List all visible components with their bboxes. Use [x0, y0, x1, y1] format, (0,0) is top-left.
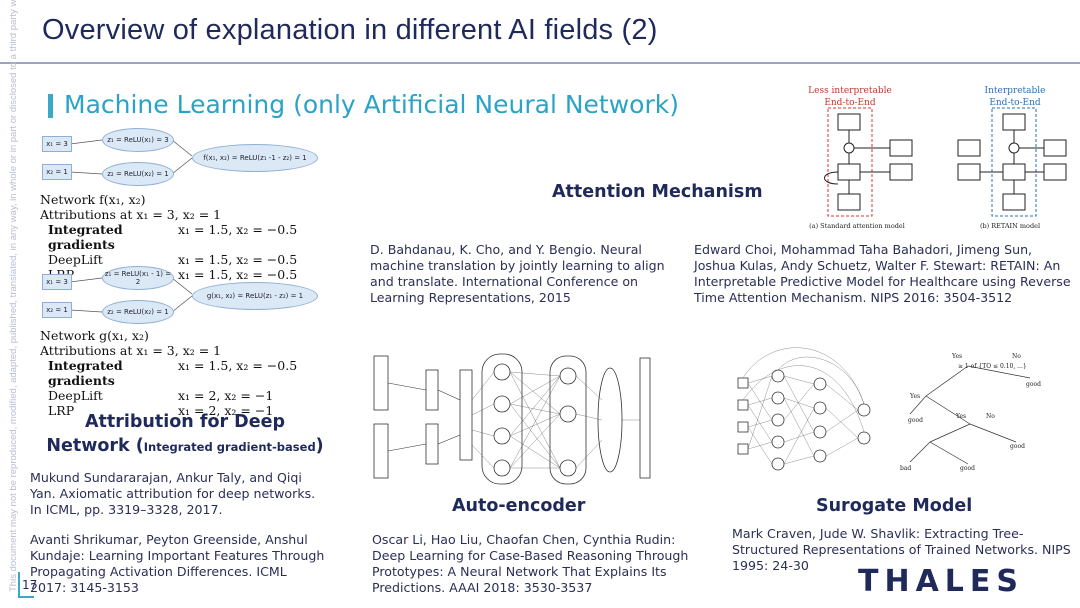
- attention-figure: Less interpretable End-to-End Interpreta…: [800, 84, 1068, 234]
- interpretable-label: Interpretable: [984, 86, 1046, 96]
- attribution-heading: Attribution for Deep Network (Integrated…: [40, 410, 330, 459]
- attribution-table-g: Network g(x₁, x₂) Attributions at x₁ = 3…: [40, 328, 330, 418]
- svg-text:No: No: [1012, 353, 1021, 360]
- attention-ref-1: D. Bahdanau, K. Cho, and Y. Bengio. Neur…: [370, 242, 665, 305]
- svg-text:Yes: Yes: [955, 413, 966, 420]
- autoencoder-figure: [350, 340, 690, 490]
- section-title: Machine Learning (only Artificial Neural…: [64, 90, 679, 119]
- surrogate-heading: Surogate Model: [816, 496, 973, 516]
- network-g-edges: [69, 277, 193, 313]
- node-g-output: g(x₁, x₂) = ReLU(z₁ - z₂) = 1: [192, 282, 318, 310]
- attribution-network-g-diagram: x₁ = 3 x₂ = 1 z₁ = ReLU(x₁ - 1) = 2 z₂ =…: [42, 266, 322, 324]
- slide-title: Overview of explanation in different AI …: [42, 14, 658, 46]
- svg-text:Yes: Yes: [909, 393, 920, 400]
- node-z2: z₂ = ReLU(x₂) = 1: [102, 300, 174, 324]
- svg-text:good: good: [1026, 381, 1041, 388]
- autoencoder-heading: Auto-encoder: [452, 496, 586, 516]
- node-z1: z₁ = ReLU(x₁ - 1) = 2: [102, 266, 174, 290]
- node-x2: x₂ = 1: [42, 302, 72, 318]
- table-f-attributions-at: Attributions at x₁ = 3, x₂ = 1: [40, 207, 222, 222]
- title-divider: [0, 62, 1080, 64]
- thales-logo: THALES: [858, 564, 1025, 599]
- svg-text:good: good: [960, 465, 975, 472]
- node-x1: x₁ = 3: [42, 136, 72, 152]
- attribution-network-f-diagram: x₁ = 3 x₂ = 1 z₁ = ReLU(x₁) = 3 z₂ = ReL…: [42, 128, 322, 186]
- svg-text:bad: bad: [900, 465, 911, 472]
- attribution-heading-line2: Network (Integrated gradient-based): [46, 436, 324, 456]
- node-x1: x₁ = 3: [42, 274, 72, 290]
- surrogate-ref: Mark Craven, Jude W. Shavlik: Extracting…: [732, 526, 1071, 573]
- network-f-edges: [69, 139, 193, 175]
- page-corner-mark: [18, 572, 34, 598]
- attribution-ref-1: Mukund Sundararajan, Ankur Taly, and Qiq…: [30, 470, 316, 517]
- right-end-to-end-label: End-to-End: [989, 98, 1041, 108]
- svg-text:good: good: [908, 417, 923, 424]
- section-accent-bar: [48, 94, 53, 118]
- attention-heading: Attention Mechanism: [552, 182, 763, 202]
- attribution-table-f: Network f(x₁, x₂) Attributions at x₁ = 3…: [40, 192, 330, 282]
- attribution-ref-2: Avanti Shrikumar, Peyton Greenside, Ansh…: [30, 532, 325, 595]
- page-number: 17: [22, 578, 38, 592]
- copyright-notice: This document may not be reproduced, mod…: [6, 0, 20, 592]
- caption-standard-attention: (a) Standard attention model: [809, 222, 905, 230]
- svg-text:good: good: [1010, 443, 1025, 450]
- attribution-heading-line1: Attribution for Deep: [85, 412, 285, 432]
- autoencoder-ref: Oscar Li, Hao Liu, Chaofan Chen, Cynthia…: [372, 532, 689, 595]
- node-z1: z₁ = ReLU(x₁) = 3: [102, 128, 174, 152]
- table-g-network: Network g(x₁, x₂): [40, 328, 149, 343]
- node-x2: x₂ = 1: [42, 164, 72, 180]
- svg-text:≥ 1 of {TO ≤ 0.10, ...}: ≥ 1 of {TO ≤ 0.10, ...}: [958, 363, 1027, 370]
- attention-diagram-svg: [824, 107, 1067, 217]
- caption-retain: (b) RETAIN model: [979, 222, 1041, 230]
- less-interpretable-label: Less interpretable: [808, 86, 892, 96]
- node-f-output: f(x₁, x₂) = ReLU(z₁ -1 - z₂) = 1: [192, 144, 318, 172]
- svg-text:Yes: Yes: [951, 353, 962, 360]
- table-g-attributions-at: Attributions at x₁ = 3, x₂ = 1: [40, 343, 222, 358]
- autoencoder-diagram-svg: [373, 353, 651, 485]
- left-end-to-end-label: End-to-End: [824, 98, 876, 108]
- copyright-text: This document may not be reproduced, mod…: [8, 0, 19, 592]
- attention-ref-2: Edward Choi, Mohammad Taha Bahadori, Jim…: [694, 242, 1071, 305]
- node-z2: z₂ = ReLU(x₂) = 1: [102, 162, 174, 186]
- table-f-network: Network f(x₁, x₂): [40, 192, 146, 207]
- svg-text:No: No: [986, 413, 995, 420]
